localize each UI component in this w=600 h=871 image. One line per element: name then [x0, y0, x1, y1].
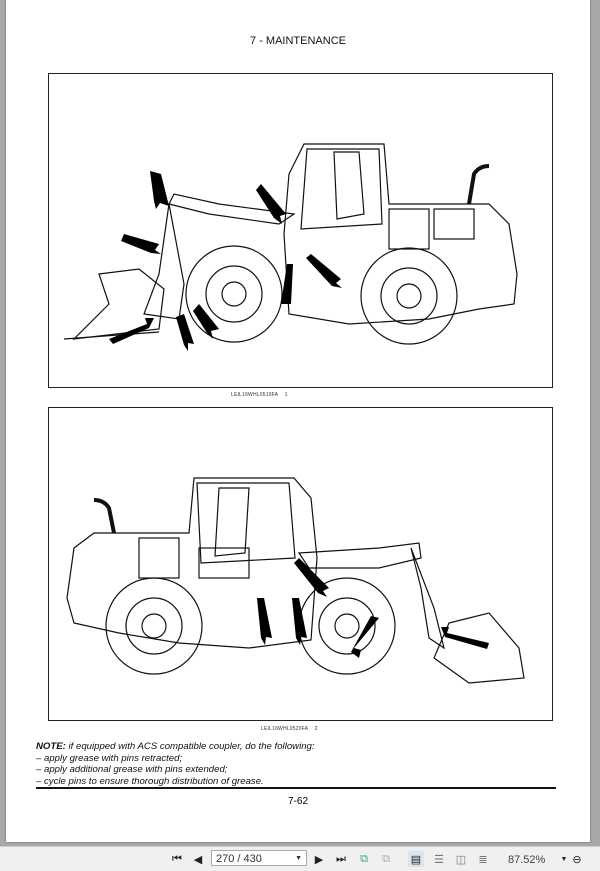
- loader-illustration: [66, 477, 525, 684]
- loader-illustration: [63, 143, 518, 351]
- page-field-value: 270 / 430: [216, 853, 262, 865]
- last-page-icon[interactable]: ⏭: [336, 852, 346, 865]
- footer-rule: [36, 787, 556, 789]
- note-label: NOTE:: [36, 741, 66, 752]
- figure-2-loader-left: [48, 407, 553, 721]
- figure-number: 2: [314, 726, 318, 732]
- note-block: NOTE: if equipped with ACS compatible co…: [36, 741, 315, 787]
- grease-point-arrows: [109, 171, 342, 351]
- rotate-icon[interactable]: ⧉: [360, 852, 368, 865]
- zoom-out-icon[interactable]: ⊖: [572, 853, 582, 866]
- page-dropdown-icon[interactable]: ▼: [295, 855, 302, 862]
- figure-code: LEIL16WHL0519FA: [231, 392, 279, 398]
- note-text: if equipped with ACS compatible coupler,…: [65, 741, 315, 752]
- note-item: – apply grease with pins retracted;: [36, 752, 183, 764]
- figure-2-caption: LEIL16WHL0520FA 2: [261, 726, 318, 732]
- facing-icon[interactable]: ◫: [455, 853, 467, 866]
- previous-page-icon[interactable]: ◀: [193, 853, 203, 866]
- document-page: 7 - MAINTENANCE: [6, 0, 590, 842]
- figure-code: LEIL16WHL0520FA: [261, 726, 309, 732]
- next-page-icon[interactable]: ▶: [314, 853, 324, 866]
- figure-number: 1: [284, 392, 288, 398]
- note-item: – apply additional grease with pins exte…: [36, 764, 228, 775]
- single-page-icon[interactable]: ▤: [408, 851, 424, 867]
- continuous-icon[interactable]: ☰: [434, 853, 444, 866]
- grease-point-arrows: [257, 558, 489, 658]
- figure-1-caption: LEIL16WHL0519FA 1: [231, 392, 288, 398]
- first-page-icon[interactable]: ⏮: [172, 852, 182, 865]
- figure-1-loader-right: [48, 73, 553, 388]
- note-item: – cycle pins to ensure thorough distribu…: [36, 775, 264, 787]
- page-number-field[interactable]: 270 / 430 ▼: [211, 850, 307, 866]
- section-header: 7 - MAINTENANCE: [250, 35, 346, 47]
- viewer-toolbar: ⏮ ◀ 270 / 430▼ ▶ ⏭ ⧉ ⧉ ▤ ☰ ◫ ≣ 87.52% ▼ …: [0, 846, 600, 871]
- continuous-facing-icon[interactable]: ≣: [478, 853, 488, 866]
- zoom-level[interactable]: 87.52%: [508, 854, 546, 866]
- page-number: 7-62: [287, 796, 308, 807]
- zoom-dropdown-icon[interactable]: ▼: [560, 855, 568, 863]
- extract-icon[interactable]: ⧉: [382, 852, 390, 865]
